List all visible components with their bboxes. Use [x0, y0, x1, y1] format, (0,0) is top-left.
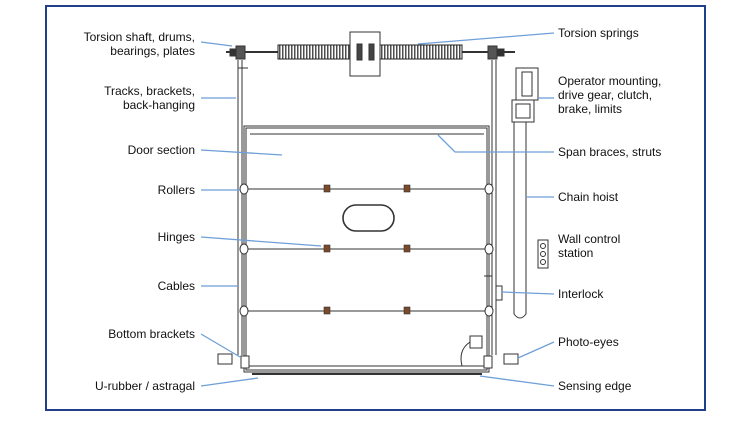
interlock-box: [495, 285, 503, 301]
drum-left: [235, 45, 246, 60]
photo-eye-right: [503, 353, 519, 365]
label-interlock: Interlock: [558, 287, 604, 301]
photo-eye-left: [217, 353, 233, 365]
label-torsion-shaft: Torsion shaft, drums,bearings, plates: [83, 30, 195, 58]
label-door-section: Door section: [127, 143, 195, 157]
sensing-edge-box: [469, 335, 483, 349]
label-photo-eyes: Photo-eyes: [558, 335, 619, 349]
torsion-spring-right: [379, 44, 463, 60]
door-window: [342, 204, 395, 232]
rollers: [239, 183, 494, 317]
center-bracket: [349, 31, 381, 77]
chain-hoist-loop: [513, 122, 527, 319]
label-span-braces: Span braces, struts: [558, 145, 662, 159]
label-rollers: Rollers: [157, 183, 195, 197]
label-hinges: Hinges: [157, 230, 195, 244]
bottom-brackets: [240, 355, 493, 369]
torsion-spring-left: [277, 44, 353, 60]
hinges: [323, 184, 411, 315]
label-torsion-springs: Torsion springs: [558, 26, 639, 40]
label-u-rubber: U-rubber / astragal: [94, 379, 195, 393]
wall-control-box: [537, 239, 549, 269]
label-tracks: Tracks, brackets,back-hanging: [104, 84, 195, 112]
operator-box: [515, 67, 539, 101]
gear-box: [511, 99, 535, 123]
drum-right: [487, 45, 498, 60]
door-drawing: [217, 31, 549, 375]
label-operator: Operator mounting,drive gear, clutch,bra…: [558, 74, 662, 116]
label-sensing-edge: Sensing edge: [558, 379, 632, 393]
label-chain-hoist: Chain hoist: [558, 190, 619, 204]
leader-lines: [200, 32, 555, 387]
label-cables: Cables: [157, 279, 195, 293]
label-bottom-brackets: Bottom brackets: [108, 327, 195, 341]
